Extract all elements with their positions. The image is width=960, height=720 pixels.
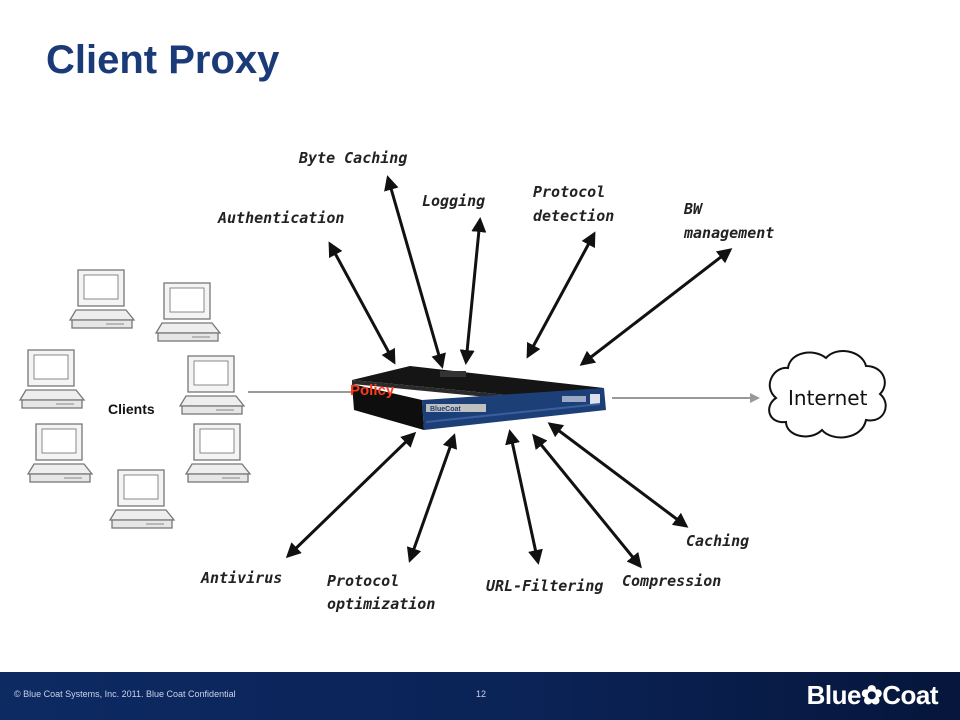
- feature-protocol-optimization-line1: Protocol: [327, 572, 399, 590]
- feature-antivirus: Antivirus: [200, 569, 282, 587]
- policy-label: Policy: [350, 382, 395, 399]
- feature-compression: Compression: [622, 572, 721, 590]
- arrow-logging: [459, 217, 487, 365]
- arrow-bw-management: [579, 248, 733, 366]
- feature-caching: Caching: [686, 532, 749, 550]
- internet-label: Internet: [788, 386, 868, 410]
- feature-authentication: Authentication: [217, 209, 344, 227]
- footer-bar: © Blue Coat Systems, Inc. 2011. Blue Coa…: [0, 672, 960, 720]
- feature-bw-management-line1: BW: [683, 200, 704, 218]
- arrow-byte-caching: [384, 175, 446, 369]
- feature-protocol-detection-line2: detection: [533, 207, 614, 225]
- arrow-protocol-optimization: [406, 433, 458, 563]
- arrow-protocol-detection: [526, 231, 596, 359]
- client-computer-icon: [27, 423, 93, 483]
- feature-protocol-detection-line1: Protocol: [533, 183, 605, 201]
- appliance-badge: [426, 404, 486, 412]
- blue-coat-logo: Blue✿Coat: [806, 680, 939, 710]
- proxy-appliance: BlueCoat: [352, 366, 606, 430]
- client-computer-icon: [69, 269, 135, 329]
- arrow-authentication: [328, 241, 396, 365]
- appliance-brand: BlueCoat: [430, 406, 461, 413]
- arrow-compression: [532, 433, 642, 569]
- copyright-text: © Blue Coat Systems, Inc. 2011. Blue Coa…: [14, 689, 236, 699]
- client-computer-icon: [185, 423, 251, 483]
- feature-byte-caching: Byte Caching: [298, 149, 407, 167]
- client-computer-icon: [19, 349, 85, 409]
- client-computer-icon: [179, 355, 245, 415]
- feature-bw-management-line2: management: [683, 224, 774, 242]
- page-number: 12: [476, 689, 487, 699]
- arrow-url-filtering: [505, 429, 543, 565]
- feature-url-filtering: URL-Filtering: [486, 577, 603, 595]
- arrow-antivirus: [285, 431, 417, 559]
- client-proxy-diagram: Clients BlueCoat Policy Internet Byte Ca…: [19, 149, 887, 613]
- feature-protocol-optimization-line2: optimization: [327, 595, 435, 613]
- client-computer-icon: [155, 282, 221, 342]
- arrow-caching: [547, 422, 689, 528]
- internet-cloud-icon: [768, 350, 887, 439]
- slide-title: Client Proxy: [46, 38, 280, 82]
- clients-label: Clients: [108, 401, 155, 417]
- client-computer-icon: [109, 469, 175, 529]
- feature-logging: Logging: [422, 192, 485, 210]
